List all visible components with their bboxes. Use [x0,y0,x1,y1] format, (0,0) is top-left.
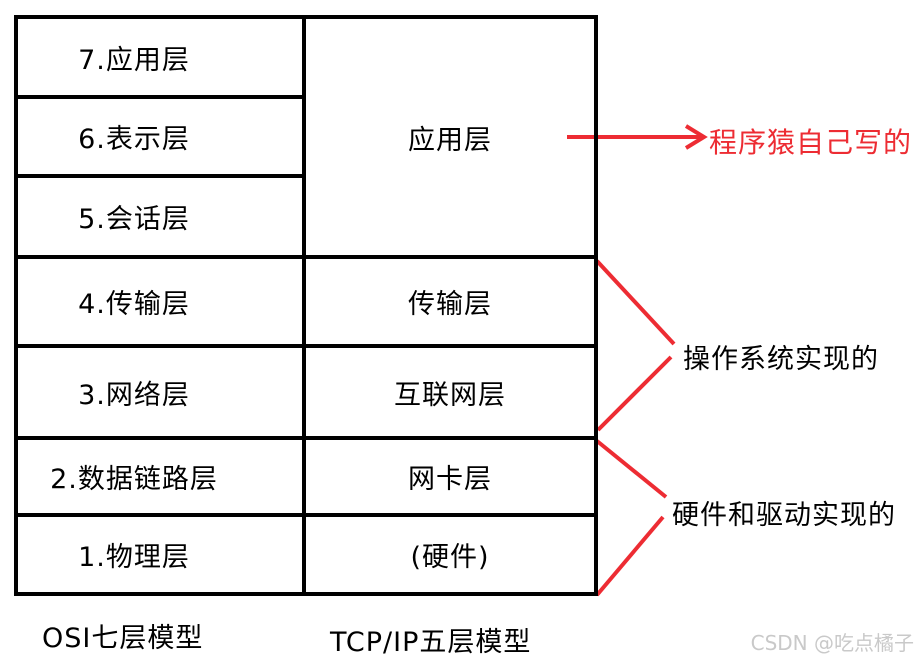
osi-layer-session: 5.会话层 [18,178,302,259]
annotation-os-label: 操作系统实现的 [683,344,879,375]
hw-brace-top-line [595,439,668,499]
hw-brace-bottom-line [595,515,665,597]
os-brace-bottom-line [596,355,673,432]
tcpip-layer-netcard: 网卡层 [306,440,594,517]
tcpip-model-caption: TCP/IP五层模型 [330,627,532,658]
osi-layer-application: 7.应用层 [18,19,302,99]
tcpip-layer-application: 应用层 [306,19,594,259]
osi-layer-datalink: 2.数据链路层 [18,440,302,517]
osi-model-table: 7.应用层 6.表示层 5.会话层 4.传输层 3.网络层 2.数据链路层 1.… [14,15,306,596]
csdn-watermark: CSDN @吃点橘子 [750,631,914,655]
osi-layer-physical: 1.物理层 [78,542,190,573]
app-arrowhead-icon [684,124,708,150]
osi-layer-network: 3.网络层 [18,348,302,440]
os-brace-top-line [595,259,676,346]
tcpip-layer-transport: 传输层 [306,259,594,348]
annotation-app-label: 程序猿自己写的 [709,126,913,159]
annotation-hw-label: 硬件和驱动实现的 [672,500,896,531]
osi-layer-presentation: 6.表示层 [18,99,302,178]
tcpip-model-table: 应用层 传输层 互联网层 网卡层 (硬件) [302,15,598,596]
tcpip-layer-internet: 互联网层 [306,348,594,440]
osi-model-caption: OSI七层模型 [42,623,204,654]
tcpip-layer-hardware: (硬件) [410,542,490,573]
osi-layer-transport: 4.传输层 [18,259,302,348]
